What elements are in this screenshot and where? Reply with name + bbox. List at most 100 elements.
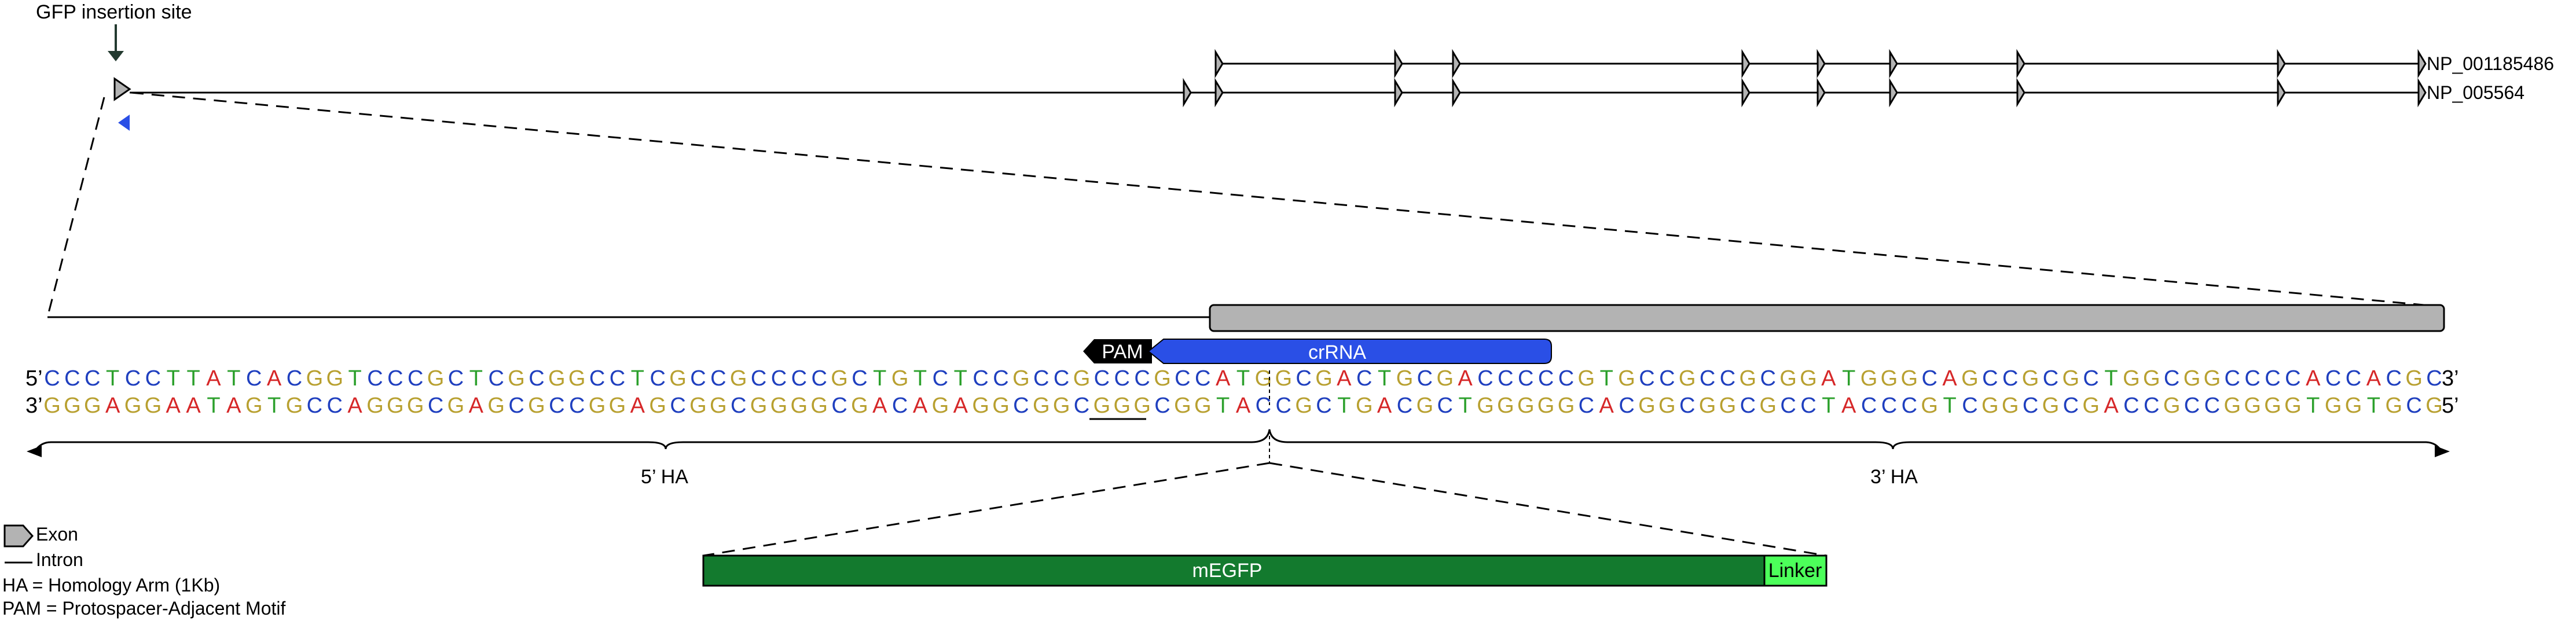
exon-marker-icon [1889, 49, 1898, 79]
nucleotide: G [730, 366, 747, 391]
nucleotide: T [873, 366, 886, 391]
nucleotide: G [1033, 394, 1050, 418]
nucleotide: A [1337, 366, 1352, 391]
nucleotide: G [1477, 394, 1494, 418]
nucleotide: G [1053, 394, 1070, 418]
nucleotide: G [831, 366, 848, 391]
nucleotide: C [1720, 366, 1735, 391]
nucleotide: C [1780, 394, 1796, 418]
nucleotide: G [1740, 366, 1757, 391]
exon-marker-icon [1741, 49, 1751, 79]
nucleotide: C [1417, 366, 1433, 391]
nucleotide: C [811, 366, 827, 391]
nucleotide: G [2123, 366, 2140, 391]
nucleotide: G [1436, 366, 1454, 391]
nucleotide: C [367, 366, 383, 391]
nucleotide: C [1760, 366, 1775, 391]
nucleotide: C [1094, 366, 1110, 391]
insert-dash-right [1269, 462, 1827, 557]
nucleotide: A [206, 366, 221, 391]
nucleotide: G [306, 366, 324, 391]
nucleotide: C [1619, 394, 1634, 418]
nucleotide: G [1861, 366, 1878, 391]
gfp-site-label: GFP insertion site [36, 1, 192, 23]
nucleotide: C [1175, 366, 1190, 391]
nucleotide: G [1578, 366, 1595, 391]
nucleotide: G [1174, 394, 1191, 418]
nucleotide: G [2425, 394, 2443, 418]
nucleotide: G [1194, 394, 1212, 418]
nucleotide: A [2366, 366, 2381, 391]
nucleotide: C [1134, 366, 1150, 391]
exon-marker-icon [1394, 49, 1403, 79]
ha-brace [34, 429, 2443, 452]
nucleotide: C [2244, 366, 2260, 391]
nucleotide: G [1901, 366, 1918, 391]
nucleotide: A [267, 366, 282, 391]
nucleotide: C [589, 366, 605, 391]
nucleotide: T [631, 366, 644, 391]
nucleotide: C [1962, 394, 1977, 418]
nucleotide: C [1276, 394, 1291, 418]
pam-tag [1083, 339, 1152, 363]
nucleotide: G [1356, 394, 1373, 418]
nucleotide: G [2405, 366, 2423, 391]
nucleotide: C [246, 366, 262, 391]
transcript-label-1: NP_001185486 [2427, 53, 2554, 74]
nucleotide: C [488, 366, 504, 391]
exon-marker-icon [1452, 49, 1461, 79]
nucleotide: C [2123, 394, 2139, 418]
nucleotide: C [2164, 366, 2179, 391]
nucleotide: G [1275, 366, 1292, 391]
nucleotide: T [167, 366, 180, 391]
nucleotide: G [2264, 394, 2281, 418]
nucleotide: G [124, 394, 142, 418]
nucleotide: C [1296, 366, 1311, 391]
exon-marker-icon [1394, 78, 1403, 108]
nucleotide: G [1881, 366, 1898, 391]
nucleotide: C [1881, 394, 1897, 418]
nucleotide: C [1679, 394, 1695, 418]
exon-marker-icon [1817, 78, 1826, 108]
nucleotide: G [2223, 394, 2241, 418]
exon-marker-icon [1452, 78, 1461, 108]
nucleotide: A [1236, 394, 1251, 418]
megfp-label: mEGFP [1192, 560, 1263, 582]
nucleotide: C [428, 394, 443, 418]
exon-marker-icon [1214, 78, 1224, 108]
nucleotide: G [1073, 366, 1091, 391]
nucleotide: C [2346, 366, 2361, 391]
nucleotide: G [1961, 366, 1979, 391]
top-strand-suffix: 3’ [2442, 366, 2459, 391]
nucleotide: C [771, 366, 787, 391]
nucleotide: G [2063, 366, 2080, 391]
nucleotide: G [2204, 366, 2221, 391]
nucleotide: T [1943, 394, 1956, 418]
nucleotide: G [1779, 366, 1797, 391]
nucleotide: G [972, 394, 989, 418]
nucleotide: G [791, 394, 808, 418]
exon-marker-icon [2277, 78, 2286, 108]
linker-bar [1763, 554, 1828, 587]
nucleotide: A [1821, 366, 1836, 391]
nucleotide: C [1861, 394, 1877, 418]
nucleotide: C [2406, 394, 2421, 418]
nucleotide: C [1982, 366, 1998, 391]
legend-exon-icon [3, 524, 34, 547]
nucleotide: G [1618, 366, 1635, 391]
nucleotide: C [610, 366, 625, 391]
nucleotide: G [2325, 394, 2342, 418]
nucleotide: A [105, 394, 120, 418]
nucleotide: C [1921, 366, 1937, 391]
nucleotide: G [2244, 394, 2261, 418]
nucleotide: C [2386, 366, 2402, 391]
nucleotide: C [145, 366, 161, 391]
nucleotide: C [2225, 366, 2240, 391]
nucleotide: C [2083, 366, 2098, 391]
nucleotide: G [1638, 394, 1656, 418]
nucleotide: T [1337, 394, 1351, 418]
crrna-label: crRNA [1308, 341, 1366, 363]
nucleotide: T [187, 366, 200, 391]
nucleotide: G [1981, 394, 1999, 418]
nucleotide: C [1356, 366, 1372, 391]
